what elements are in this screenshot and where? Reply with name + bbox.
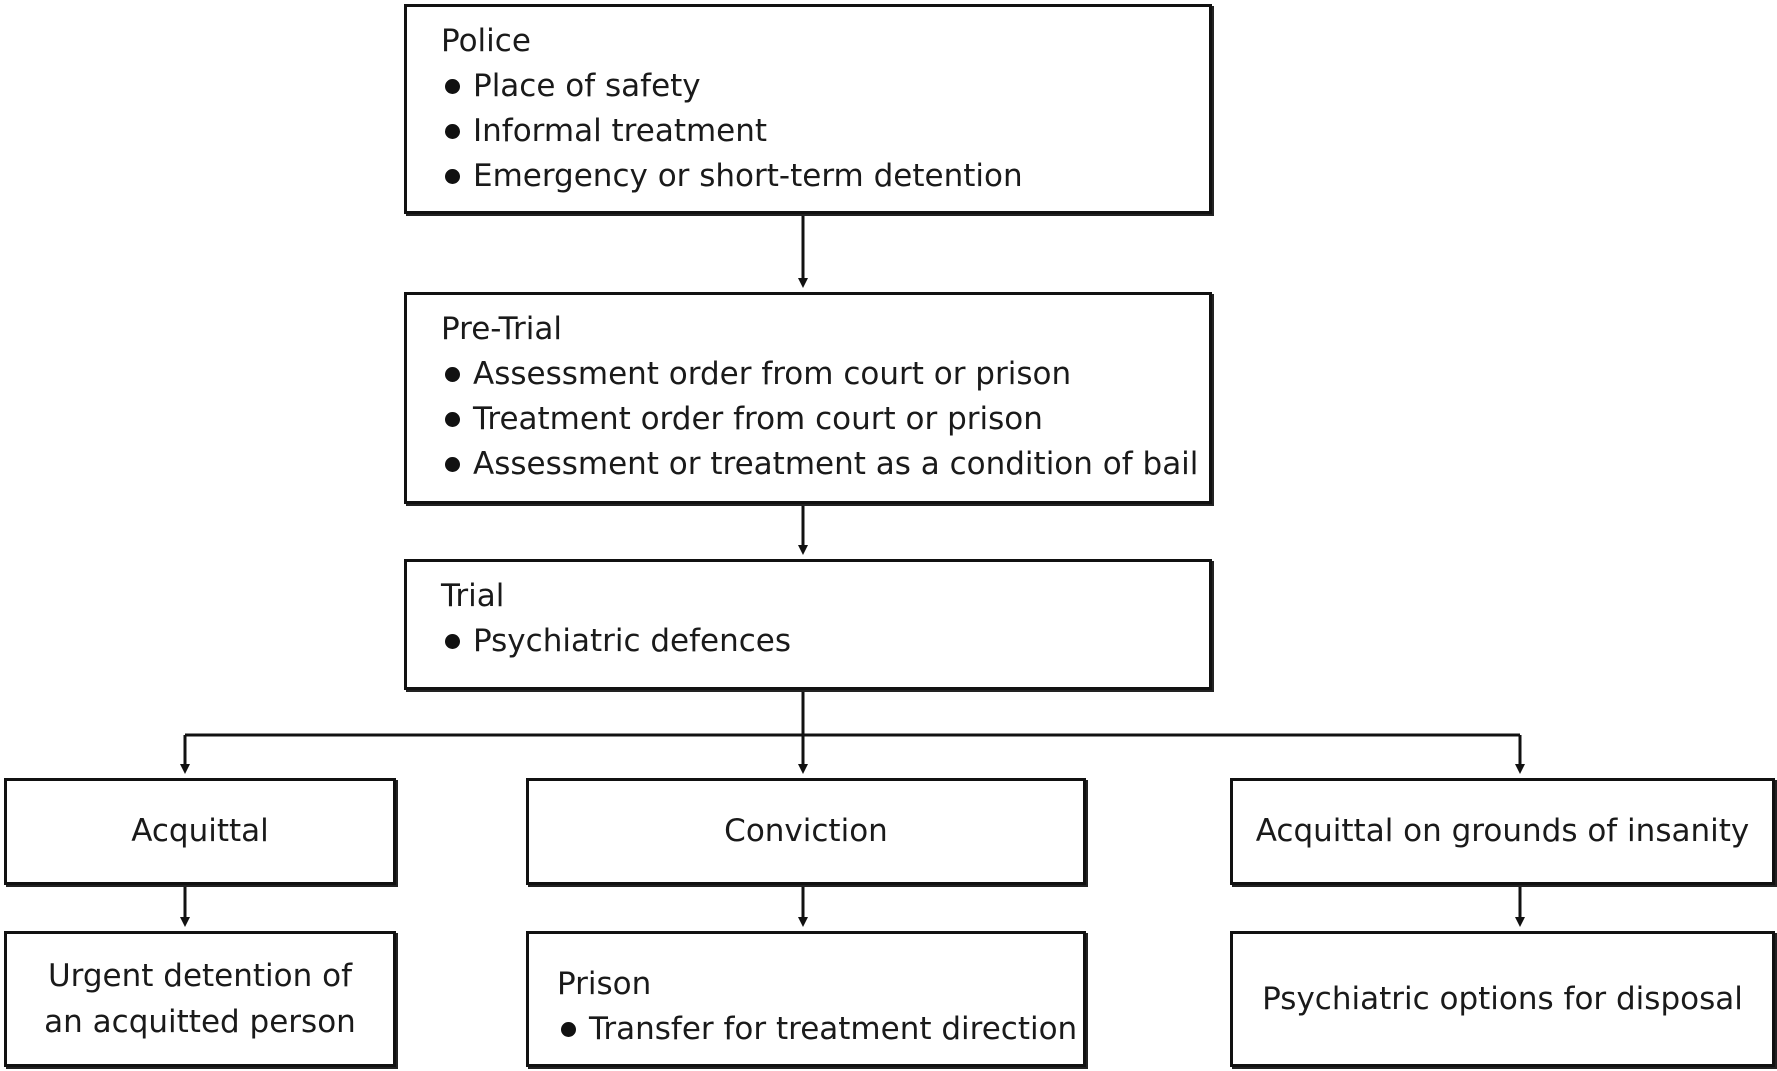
pretrial-item: Assessment order from court or prison: [441, 352, 1209, 397]
pretrial-title: Pre-Trial: [441, 311, 562, 347]
bullet-icon: [445, 457, 460, 472]
conviction-box: Conviction: [526, 778, 1086, 885]
insanity-acquittal-box: Acquittal on grounds of insanity: [1230, 778, 1775, 885]
acquittal-label: Acquittal: [131, 813, 269, 849]
police-box: Police Place of safety Informal treatmen…: [404, 4, 1212, 214]
trial-box: Trial Psychiatric defences: [404, 559, 1212, 690]
pretrial-box: Pre-Trial Assessment order from court or…: [404, 292, 1212, 504]
acquittal-box: Acquittal: [4, 778, 396, 885]
pretrial-item: Treatment order from court or prison: [441, 397, 1209, 442]
bullet-icon: [561, 1022, 576, 1037]
pretrial-item: Assessment or treatment as a condition o…: [441, 442, 1209, 487]
psychiatric-options-label: Psychiatric options for disposal: [1262, 980, 1743, 1017]
bullet-icon: [445, 634, 460, 649]
bullet-icon: [445, 169, 460, 184]
police-item: Informal treatment: [441, 109, 1209, 154]
bullet-icon: [445, 412, 460, 427]
urgent-detention-box: Urgent detention of an acquitted person: [4, 931, 396, 1067]
psychiatric-options-box: Psychiatric options for disposal: [1230, 931, 1775, 1067]
prison-item: Transfer for treatment direction: [557, 1007, 1083, 1052]
police-item: Place of safety: [441, 64, 1209, 109]
trial-title: Trial: [441, 578, 505, 614]
police-title: Police: [441, 23, 531, 59]
conviction-label: Conviction: [724, 813, 888, 849]
trial-item: Psychiatric defences: [441, 619, 1209, 664]
urgent-detention-line-1: Urgent detention of: [47, 958, 353, 994]
prison-title: Prison: [557, 966, 652, 1002]
urgent-detention-label: Urgent detention of an acquitted person: [44, 953, 356, 1045]
police-item: Emergency or short-term detention: [441, 154, 1209, 199]
urgent-detention-line-2: an acquitted person: [44, 1004, 356, 1040]
insanity-acquittal-label: Acquittal on grounds of insanity: [1255, 813, 1750, 849]
bullet-icon: [445, 124, 460, 139]
prison-box: Prison Transfer for treatment direction: [526, 931, 1086, 1067]
bullet-icon: [445, 367, 460, 382]
bullet-icon: [445, 79, 460, 94]
